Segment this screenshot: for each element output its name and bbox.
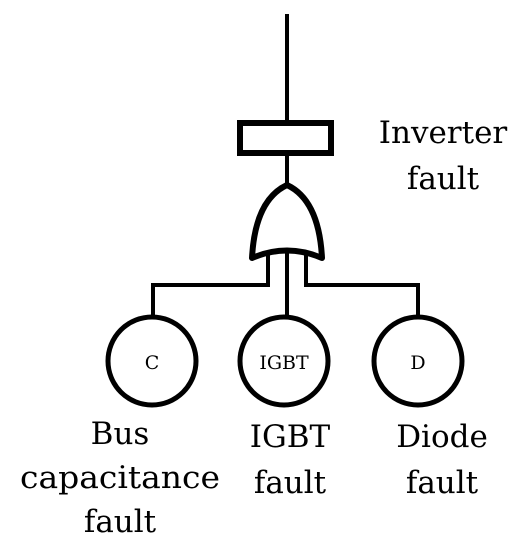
diode-label-line-1: Diode: [396, 419, 488, 455]
basic-event-circle-diode: [371, 314, 465, 408]
basic-event-symbol-diode: D: [410, 352, 425, 374]
branch-wire-right: [304, 254, 420, 318]
diode-label-line-2: fault: [406, 465, 479, 501]
capacitor-label-line-1: Bus: [91, 416, 150, 452]
capacitor-label-line-3: fault: [84, 504, 157, 540]
igbt-label-line-2: fault: [254, 465, 327, 501]
basic-event-circle-capacitor: [105, 314, 199, 408]
capacitor-label-line-2: capacitance: [20, 460, 220, 496]
top-event-label-line-1: Inverter: [379, 115, 508, 151]
basic-event-symbol-capacitor: C: [145, 352, 160, 374]
or-gate: [249, 182, 325, 261]
branch-wire-left: [151, 254, 270, 318]
igbt-label-line-1: IGBT: [250, 419, 331, 455]
basic-event-symbol-igbt: IGBT: [259, 352, 309, 374]
top-event-label-line-2: fault: [407, 161, 480, 197]
top-event-rectangle: [237, 120, 334, 156]
basic-event-circle-igbt: [237, 314, 331, 408]
